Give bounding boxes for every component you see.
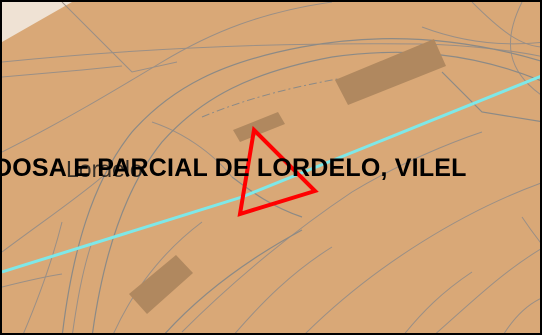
building [233, 112, 285, 142]
building [129, 255, 193, 314]
building [335, 39, 446, 105]
parish-label: DOSA E PARCIAL DE LORDELO, VILEL [0, 154, 467, 182]
place-label-overlap: Lordelo [66, 156, 143, 182]
road-surface [2, 2, 72, 42]
road-lines [61, 37, 540, 333]
buildings [129, 39, 446, 314]
warning-triangle-icon[interactable] [237, 125, 319, 217]
